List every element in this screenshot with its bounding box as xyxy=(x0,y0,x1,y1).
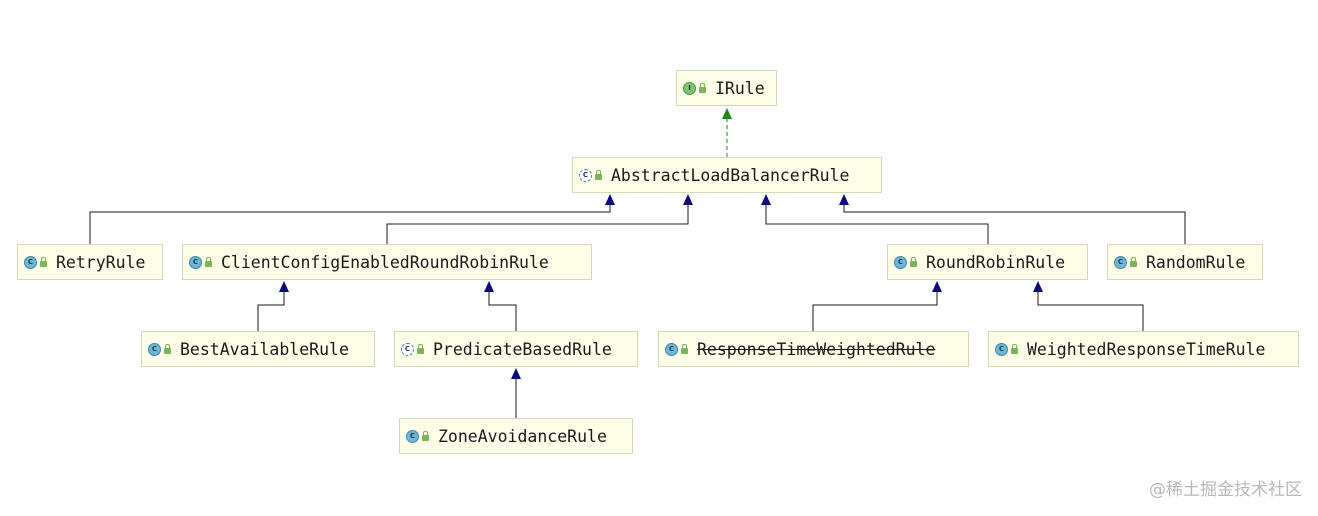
node-label: RoundRobinRule xyxy=(926,252,1066,272)
extends-arrowhead xyxy=(605,194,615,205)
class-icon: C xyxy=(995,342,1008,356)
public-lock-icon xyxy=(40,256,47,267)
extends-arrowhead xyxy=(761,194,771,205)
node-weighted-response-time-rule[interactable]: C WeightedResponseTimeRule xyxy=(988,331,1299,367)
interface-icon: I xyxy=(683,81,696,95)
node-label: RetryRule xyxy=(56,252,146,272)
edge-random-to-abstract xyxy=(839,194,1186,244)
edge-predicate-to-clientcfg xyxy=(484,281,517,331)
edge-line xyxy=(812,292,938,331)
public-lock-icon xyxy=(1011,343,1018,354)
extends-arrowhead xyxy=(683,194,693,205)
public-lock-icon xyxy=(910,256,917,267)
extends-arrowhead xyxy=(932,281,942,292)
class-icon: C xyxy=(148,342,161,356)
node-best-available-rule[interactable]: C BestAvailableRule xyxy=(141,331,375,367)
node-abstract-load-balancer-rule[interactable]: C AbstractLoadBalancerRule xyxy=(572,157,882,193)
edge-line xyxy=(1037,292,1144,331)
public-lock-icon xyxy=(699,82,706,93)
class-icon: C xyxy=(894,255,907,269)
public-lock-icon xyxy=(205,256,212,267)
public-lock-icon xyxy=(681,343,688,354)
class-icon: C xyxy=(1114,255,1127,269)
node-label: ZoneAvoidanceRule xyxy=(438,426,607,446)
edge-line xyxy=(89,205,611,244)
extends-arrowhead xyxy=(484,281,494,292)
node-zone-avoidance-rule[interactable]: C ZoneAvoidanceRule xyxy=(399,418,633,454)
edge-line xyxy=(765,205,989,244)
node-round-robin-rule[interactable]: C RoundRobinRule xyxy=(887,244,1088,280)
node-label: WeightedResponseTimeRule xyxy=(1027,339,1266,359)
node-label: ClientConfigEnabledRoundRobinRule xyxy=(221,252,549,272)
public-lock-icon xyxy=(1130,256,1137,267)
edge-weighted-to-roundrobin xyxy=(1033,281,1144,331)
abstract-class-icon: C xyxy=(401,342,414,356)
edge-clientcfg-to-abstract xyxy=(386,194,693,244)
watermark: @稀土掘金技术社区 xyxy=(1149,480,1302,500)
public-lock-icon xyxy=(595,169,602,180)
node-label: BestAvailableRule xyxy=(180,339,349,359)
extends-arrowhead xyxy=(279,281,289,292)
node-response-time-weighted-rule[interactable]: C ResponseTimeWeightedRule xyxy=(658,331,969,367)
node-label: ResponseTimeWeightedRule xyxy=(697,339,936,359)
implements-arrowhead xyxy=(722,108,732,119)
class-icon: C xyxy=(189,255,202,269)
extends-arrowhead xyxy=(1033,281,1043,292)
node-label: RandomRule xyxy=(1146,252,1246,272)
edge-roundrobin-to-abstract xyxy=(761,194,989,244)
abstract-class-icon: C xyxy=(579,168,592,182)
public-lock-icon xyxy=(417,343,424,354)
edge-abstract-to-irule xyxy=(722,108,732,157)
node-client-config-enabled-round-robin-rule[interactable]: C ClientConfigEnabledRoundRobinRule xyxy=(182,244,592,280)
extends-arrowhead xyxy=(839,194,849,205)
class-icon: C xyxy=(406,429,419,443)
class-icon: C xyxy=(665,342,678,356)
extends-arrowhead xyxy=(511,368,521,379)
node-irule[interactable]: I IRule xyxy=(676,70,777,106)
node-predicate-based-rule[interactable]: C PredicateBasedRule xyxy=(394,331,638,367)
edge-line xyxy=(257,292,285,331)
edge-retry-to-abstract xyxy=(89,194,615,244)
edge-resptime-to-roundrobin xyxy=(812,281,942,331)
edge-line xyxy=(488,292,517,331)
node-retry-rule[interactable]: C RetryRule xyxy=(17,244,163,280)
node-label: PredicateBasedRule xyxy=(433,339,612,359)
edge-line xyxy=(386,205,689,244)
edge-line xyxy=(843,205,1186,244)
node-label: IRule xyxy=(715,78,765,98)
public-lock-icon xyxy=(422,430,429,441)
class-icon: C xyxy=(24,255,37,269)
public-lock-icon xyxy=(164,343,171,354)
edge-bestavail-to-clientcfg xyxy=(257,281,289,331)
node-label: AbstractLoadBalancerRule xyxy=(611,165,850,185)
edge-zone-to-predicate xyxy=(511,368,521,418)
node-random-rule[interactable]: C RandomRule xyxy=(1107,244,1263,280)
